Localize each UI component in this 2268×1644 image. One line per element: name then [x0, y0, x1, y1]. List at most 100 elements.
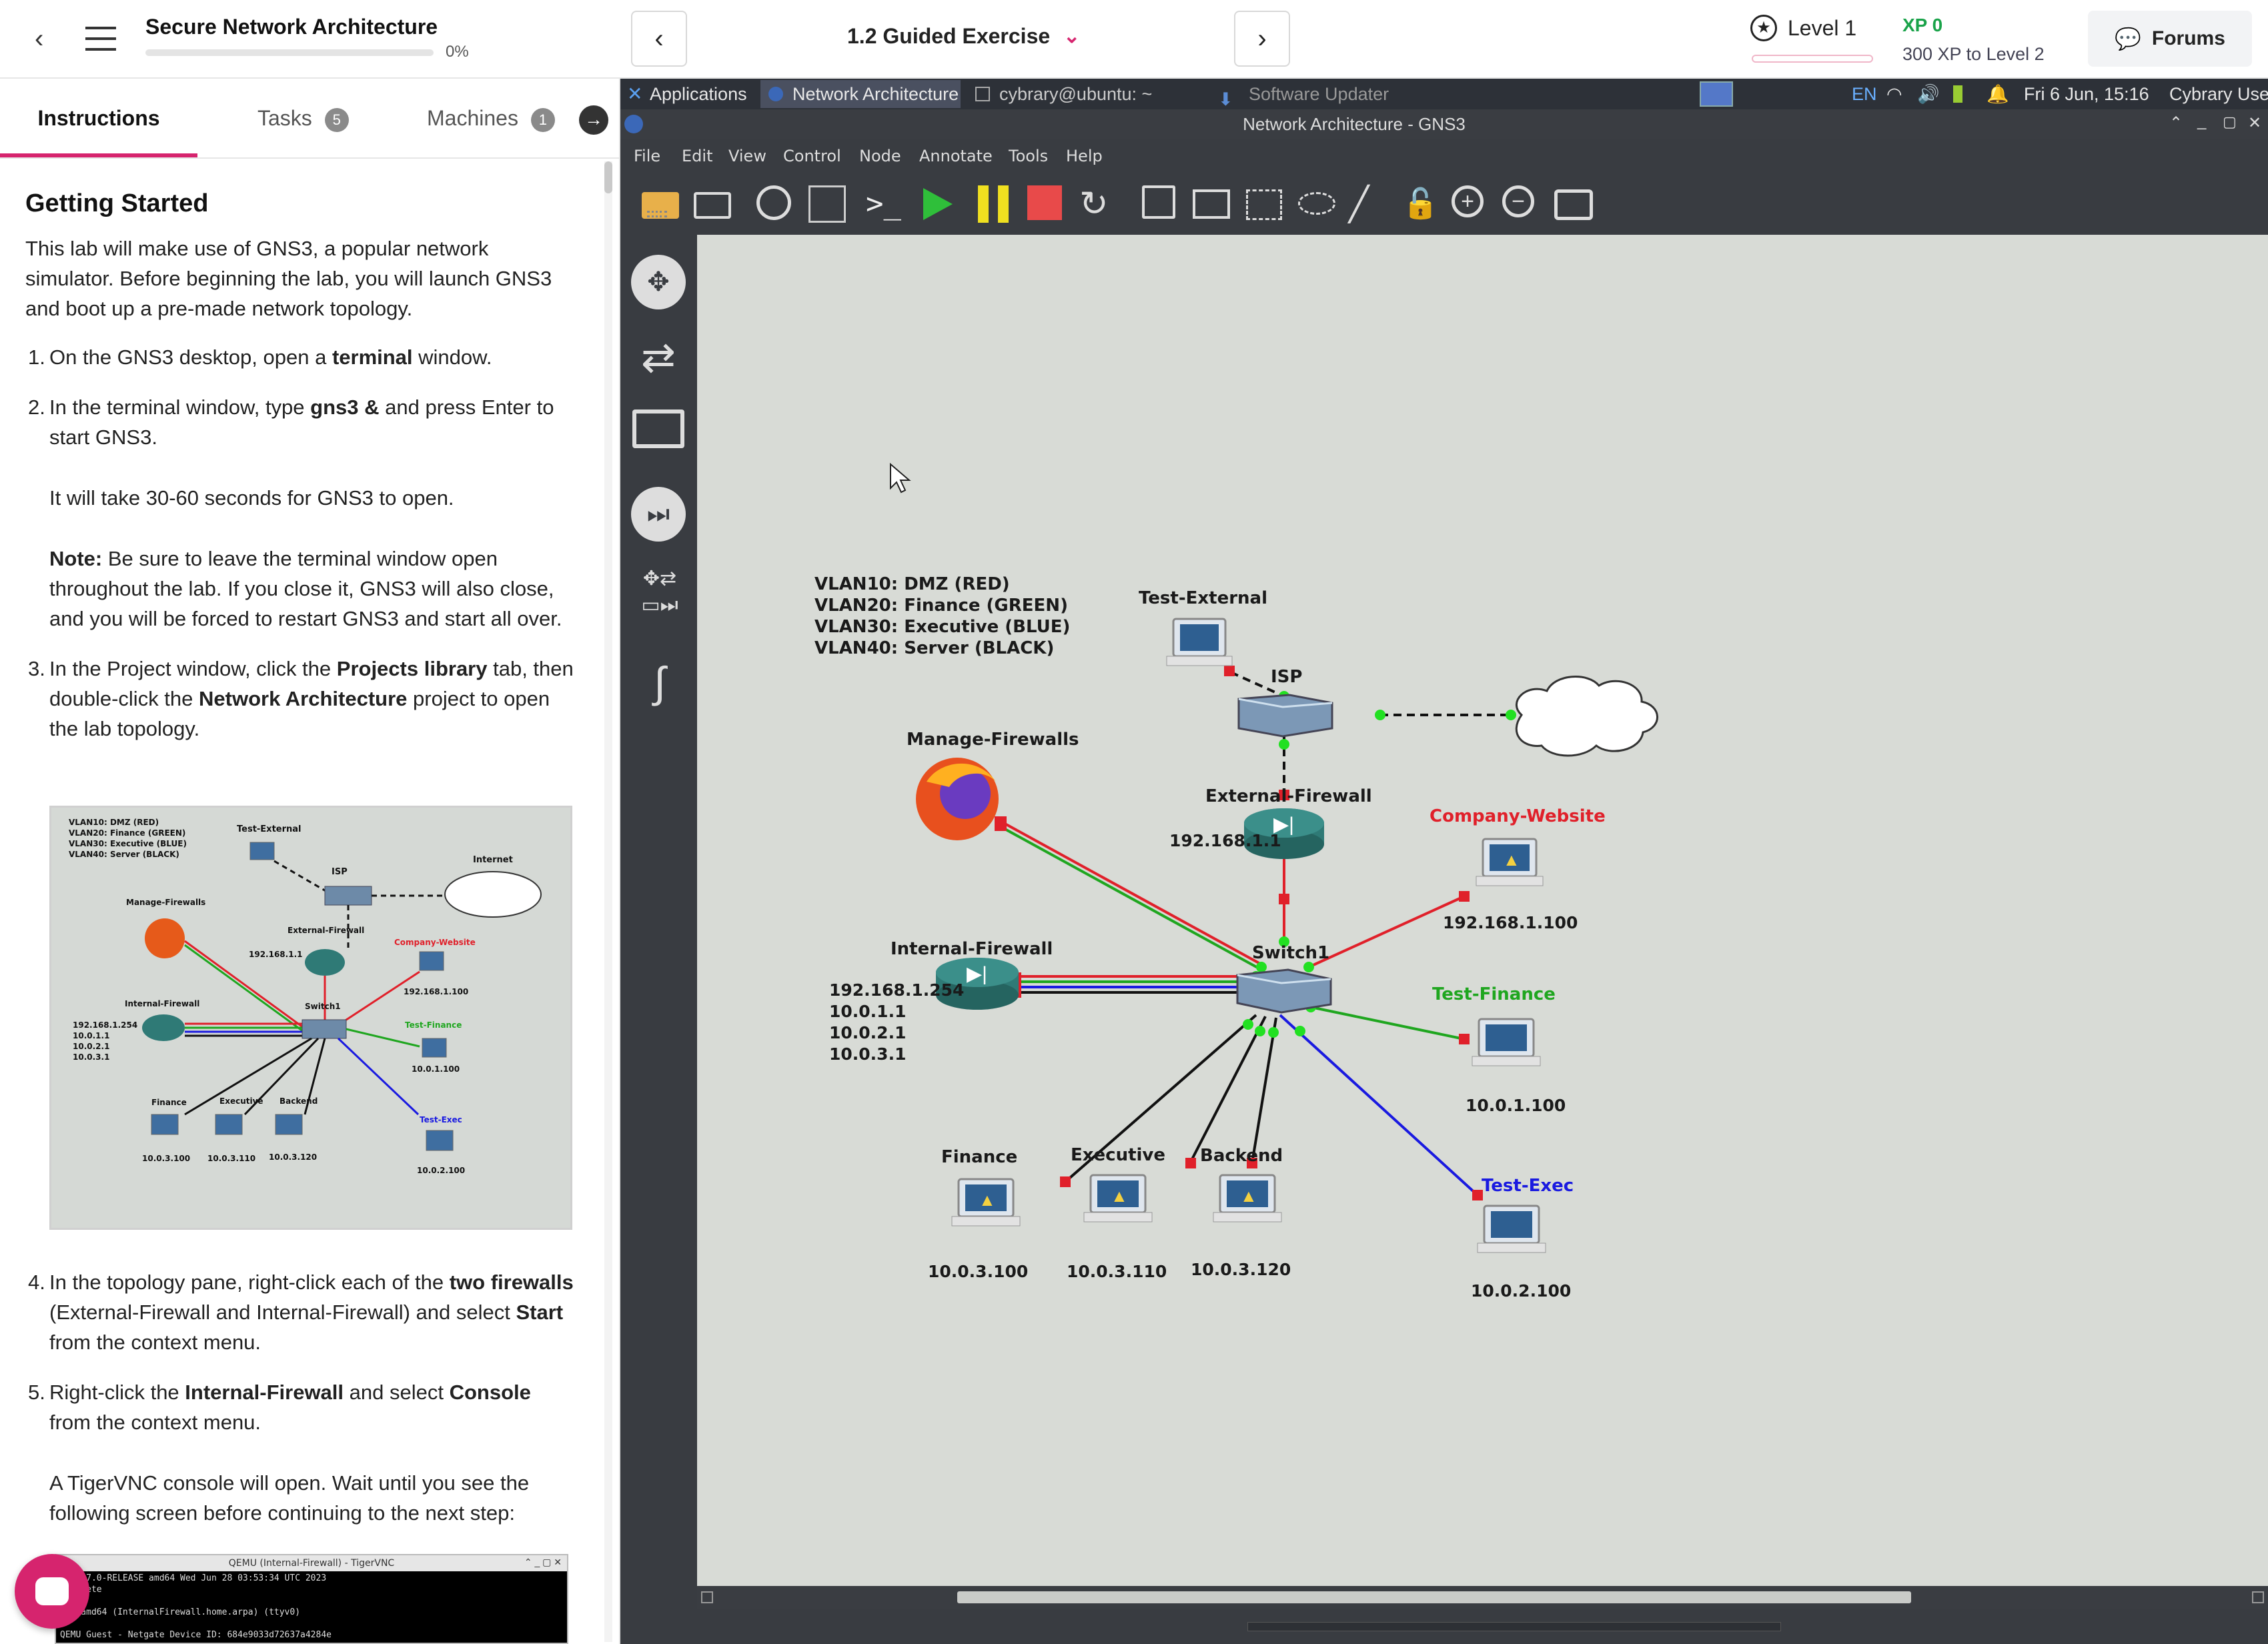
- browse-security-devices-icon[interactable]: ⏭: [631, 487, 686, 542]
- lock-items-icon[interactable]: 🔓: [1402, 187, 1439, 220]
- menu-node[interactable]: Node: [859, 147, 901, 165]
- canvas-horizontal-scrollbar[interactable]: [697, 1586, 2268, 1609]
- level-label: Level 1: [1788, 16, 1857, 40]
- node-isp[interactable]: ISP: [1237, 667, 1333, 738]
- menu-help[interactable]: Help: [1066, 147, 1103, 165]
- node-panel-grip[interactable]: [647, 211, 667, 217]
- link-isp-internet[interactable]: [1375, 710, 1516, 720]
- volume-icon[interactable]: 🔊: [1917, 84, 1940, 104]
- taskbar-terminal[interactable]: cybrary@ubuntu: ~: [967, 80, 1194, 108]
- insert-picture-icon[interactable]: [1193, 189, 1230, 219]
- scrollbar-thumb[interactable]: [957, 1591, 1911, 1603]
- node-test-exec[interactable]: Test-Exec 10.0.2.100: [1471, 1176, 1574, 1301]
- notification-bell-icon[interactable]: 🔔: [1987, 84, 2009, 104]
- node-internet[interactable]: Internet: [1515, 676, 1658, 757]
- node-executive[interactable]: Executive ▲ 10.0.3.110: [1067, 1145, 1167, 1281]
- zoom-in-icon[interactable]: +: [1452, 185, 1484, 217]
- topology-canvas[interactable]: VLAN10: DMZ (RED) VLAN20: Finance (GREEN…: [697, 235, 2268, 1609]
- gns3-menu-bar: File Edit View Control Node Annotate Too…: [620, 139, 2268, 172]
- node-switch1[interactable]: Switch1: [1236, 943, 1332, 1014]
- ip-internal-firewall: 10.0.3.1: [829, 1044, 906, 1064]
- window-maximize-icon[interactable]: ▢: [2223, 113, 2237, 130]
- snapshot-history-icon[interactable]: [756, 185, 791, 220]
- tab-instructions[interactable]: Instructions: [0, 79, 197, 157]
- tab-tasks[interactable]: Tasks 5: [257, 79, 349, 157]
- node-test-finance[interactable]: Test-Finance 10.0.1.100: [1432, 984, 1566, 1115]
- node-manage-firewalls[interactable]: Manage-Firewalls: [907, 730, 1079, 840]
- applications-menu[interactable]: ✕ Applications: [623, 79, 747, 109]
- sidebar-scrollbar[interactable]: [604, 161, 612, 1642]
- forums-label: Forums: [2151, 27, 2225, 49]
- menu-view[interactable]: View: [728, 147, 766, 165]
- remote-desktop[interactable]: ✕ Applications Network Architecture - ..…: [620, 79, 2268, 1644]
- next-exercise-button[interactable]: ›: [1234, 11, 1290, 67]
- add-note-icon[interactable]: [1142, 185, 1175, 219]
- link-switch1-finance[interactable]: [1060, 1014, 1257, 1187]
- link-isp-external-firewall[interactable]: [1279, 735, 1289, 800]
- active-tab-underline: [0, 153, 197, 157]
- browse-switches-icon[interactable]: ⇄: [641, 335, 676, 381]
- link-internal-firewall-switch1[interactable]: [1009, 971, 1261, 998]
- node-internal-firewall[interactable]: Internal-Firewall ▶| 192.168.1.254 10.0.…: [829, 939, 1053, 1064]
- workspace-switcher[interactable]: [1700, 81, 1733, 107]
- gns3-node-types-panel: ✥ ⇄ ⏭ ✥⇄▭⏭ ∫: [620, 211, 697, 1644]
- show-interface-labels-icon[interactable]: [808, 185, 846, 223]
- menu-annotate[interactable]: Annotate: [919, 147, 993, 165]
- link-switch1-executive[interactable]: [1185, 1016, 1267, 1168]
- browse-all-devices-icon[interactable]: ✥⇄▭⏭: [641, 568, 678, 616]
- link-company-website-switch1[interactable]: [1303, 891, 1470, 972]
- start-all-icon[interactable]: [923, 188, 953, 220]
- window-close-icon[interactable]: ✕: [2248, 114, 2262, 132]
- gns3-window-titlebar[interactable]: Network Architecture - GNS3 ⌃ _ ▢ ✕: [620, 109, 2268, 139]
- node-external-firewall[interactable]: External-Firewall ▶| 192.168.1.1: [1169, 786, 1372, 859]
- menu-edit[interactable]: Edit: [682, 147, 713, 165]
- menu-tools[interactable]: Tools: [1009, 147, 1049, 165]
- screenshot-icon[interactable]: [1554, 189, 1593, 220]
- stop-all-icon[interactable]: [1027, 185, 1062, 220]
- exercise-title[interactable]: 1.2 Guided Exercise ⌄: [847, 24, 1080, 49]
- menu-file[interactable]: File: [634, 147, 661, 165]
- chat-launcher-button[interactable]: [15, 1554, 89, 1629]
- forums-button[interactable]: 💬 Forums: [2088, 11, 2252, 67]
- draw-ellipse-icon[interactable]: [1298, 192, 1335, 215]
- node-backend[interactable]: Backend ▲ 10.0.3.120: [1191, 1146, 1291, 1279]
- xfce-icon: ✕: [627, 83, 643, 104]
- hamburger-menu-icon[interactable]: [85, 25, 116, 52]
- gns3-app-icon: [768, 87, 783, 101]
- browse-end-devices-icon[interactable]: [632, 409, 684, 448]
- draw-line-icon[interactable]: ╱: [1349, 185, 1369, 223]
- network-icon[interactable]: ◠: [1886, 84, 1902, 104]
- tabs-scroll-right-icon[interactable]: →: [579, 105, 608, 135]
- link-switch1-test-exec[interactable]: [1279, 1014, 1483, 1200]
- reload-all-icon[interactable]: ↻: [1079, 185, 1109, 223]
- browse-routers-icon[interactable]: ✥: [631, 255, 686, 309]
- back-icon[interactable]: ‹: [35, 24, 44, 53]
- zoom-out-icon[interactable]: −: [1502, 185, 1534, 217]
- user-menu[interactable]: Cybrary User: [2169, 84, 2268, 104]
- level-progress-bar: [1752, 55, 1873, 63]
- course-progress-bar: [145, 49, 434, 56]
- add-link-icon[interactable]: ∫: [654, 658, 666, 706]
- xp-to-next-level: 300 XP to Level 2: [1902, 44, 2045, 64]
- clock[interactable]: Fri 6 Jun, 15:16: [2024, 84, 2149, 104]
- keyboard-layout-indicator[interactable]: EN: [1852, 84, 1877, 104]
- window-minimize-icon[interactable]: _: [2197, 112, 2207, 130]
- node-finance[interactable]: Finance ▲ 10.0.3.100: [928, 1147, 1028, 1281]
- link-switch1-backend[interactable]: [1247, 1017, 1279, 1168]
- suspend-all-icon[interactable]: [978, 185, 1009, 223]
- taskbar-updater[interactable]: ⬇ Software Updater: [1198, 80, 1425, 109]
- console-all-icon[interactable]: >_: [866, 187, 901, 221]
- window-shade-icon[interactable]: ⌃: [2169, 114, 2183, 132]
- battery-icon[interactable]: [1953, 85, 1962, 103]
- node-company-website[interactable]: Company-Website ▲ 192.168.1.100: [1430, 806, 1606, 932]
- link-manage-firewalls-switch1[interactable]: [995, 816, 1267, 972]
- draw-rectangle-icon[interactable]: [1246, 189, 1282, 220]
- taskbar-gns3[interactable]: Network Architecture - ...: [760, 80, 961, 108]
- menu-control[interactable]: Control: [783, 147, 841, 165]
- prev-exercise-button[interactable]: ‹: [631, 11, 687, 67]
- new-project-icon[interactable]: [642, 192, 679, 219]
- tab-machines[interactable]: Machines 1: [427, 79, 555, 157]
- open-project-icon[interactable]: [694, 192, 731, 219]
- link-switch1-test-finance[interactable]: [1305, 1002, 1470, 1044]
- node-test-external[interactable]: Test-External: [1139, 588, 1267, 666]
